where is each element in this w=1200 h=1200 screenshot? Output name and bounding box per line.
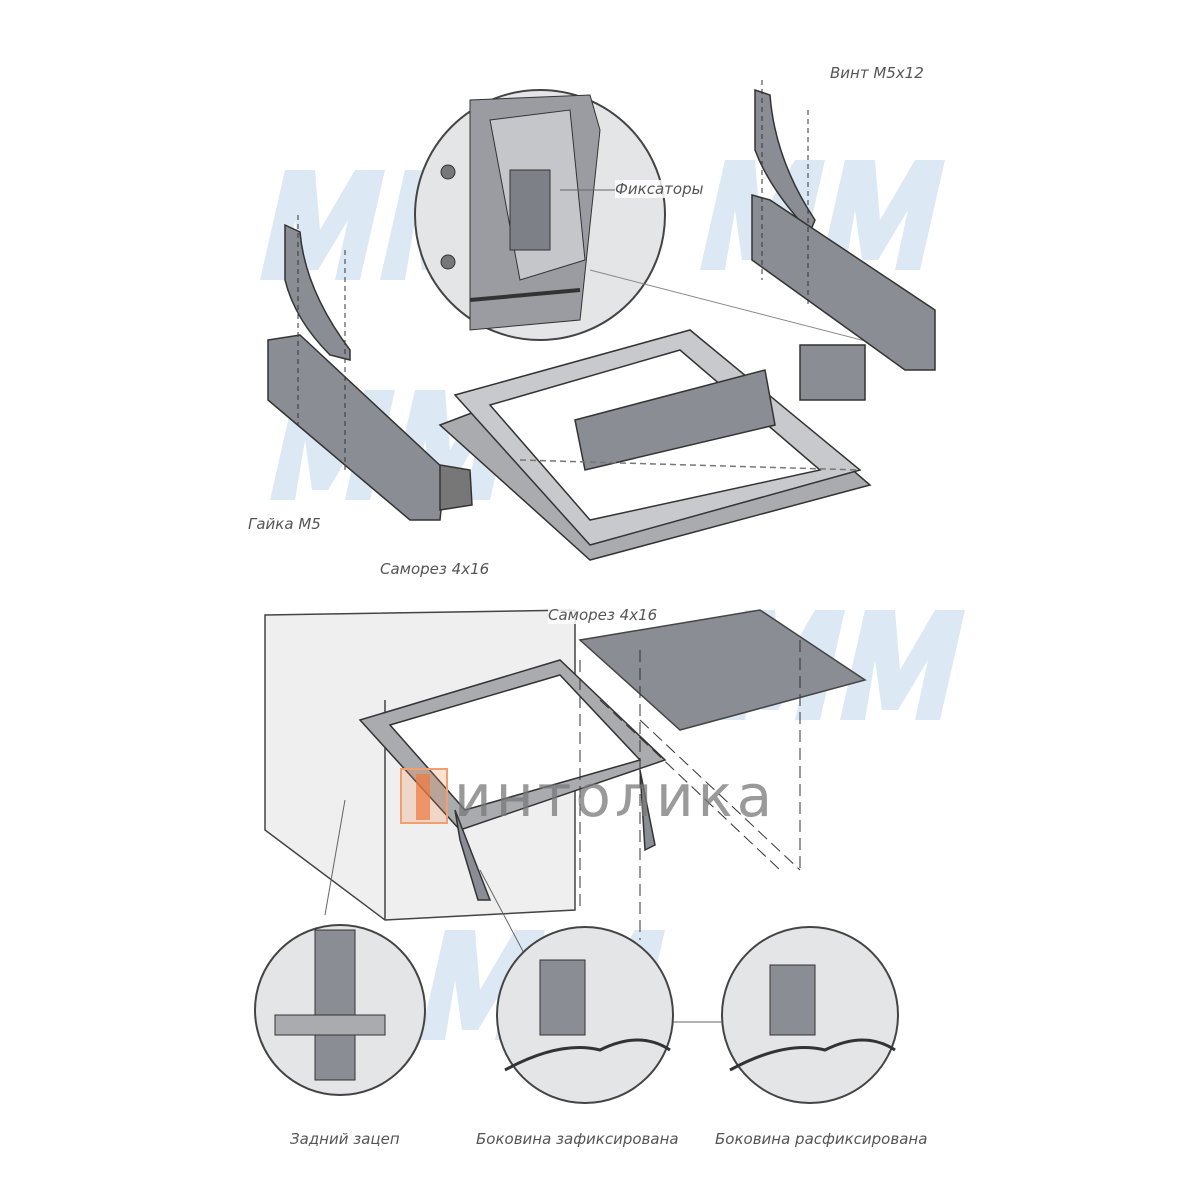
label-side-unlocked: Боковина расфиксирована — [715, 1130, 928, 1148]
latch-detail-circle — [414, 89, 666, 341]
label-rear-hook: Задний зацеп — [290, 1130, 400, 1148]
label-screw-m5x12: Винт M5x12 — [830, 64, 924, 82]
detail-circle-rear-hook — [254, 924, 426, 1096]
label-self-tapping-bottom: Саморез 4x16 — [548, 606, 658, 624]
drawer-frame — [358, 659, 667, 901]
label-self-tapping-top: Саморез 4x16 — [380, 560, 490, 578]
label-side-locked: Боковина зафиксирована — [476, 1130, 679, 1148]
dashed-guides — [579, 640, 801, 940]
brand-logo: интолика — [400, 762, 776, 830]
logo-text: интолика — [454, 762, 777, 830]
screw-lines-right — [761, 80, 809, 305]
detail-circle-side-locked — [496, 926, 674, 1104]
label-latches: Фиксаторы — [615, 180, 704, 198]
left-side-part — [267, 223, 473, 521]
right-side-part — [751, 88, 936, 401]
tray-frame — [438, 329, 872, 561]
label-nut-m5: Гайка M5 — [248, 515, 321, 533]
logo-mark-icon — [400, 768, 448, 824]
screw-lines-left — [297, 215, 346, 470]
detail-circle-side-unlocked — [721, 926, 899, 1104]
